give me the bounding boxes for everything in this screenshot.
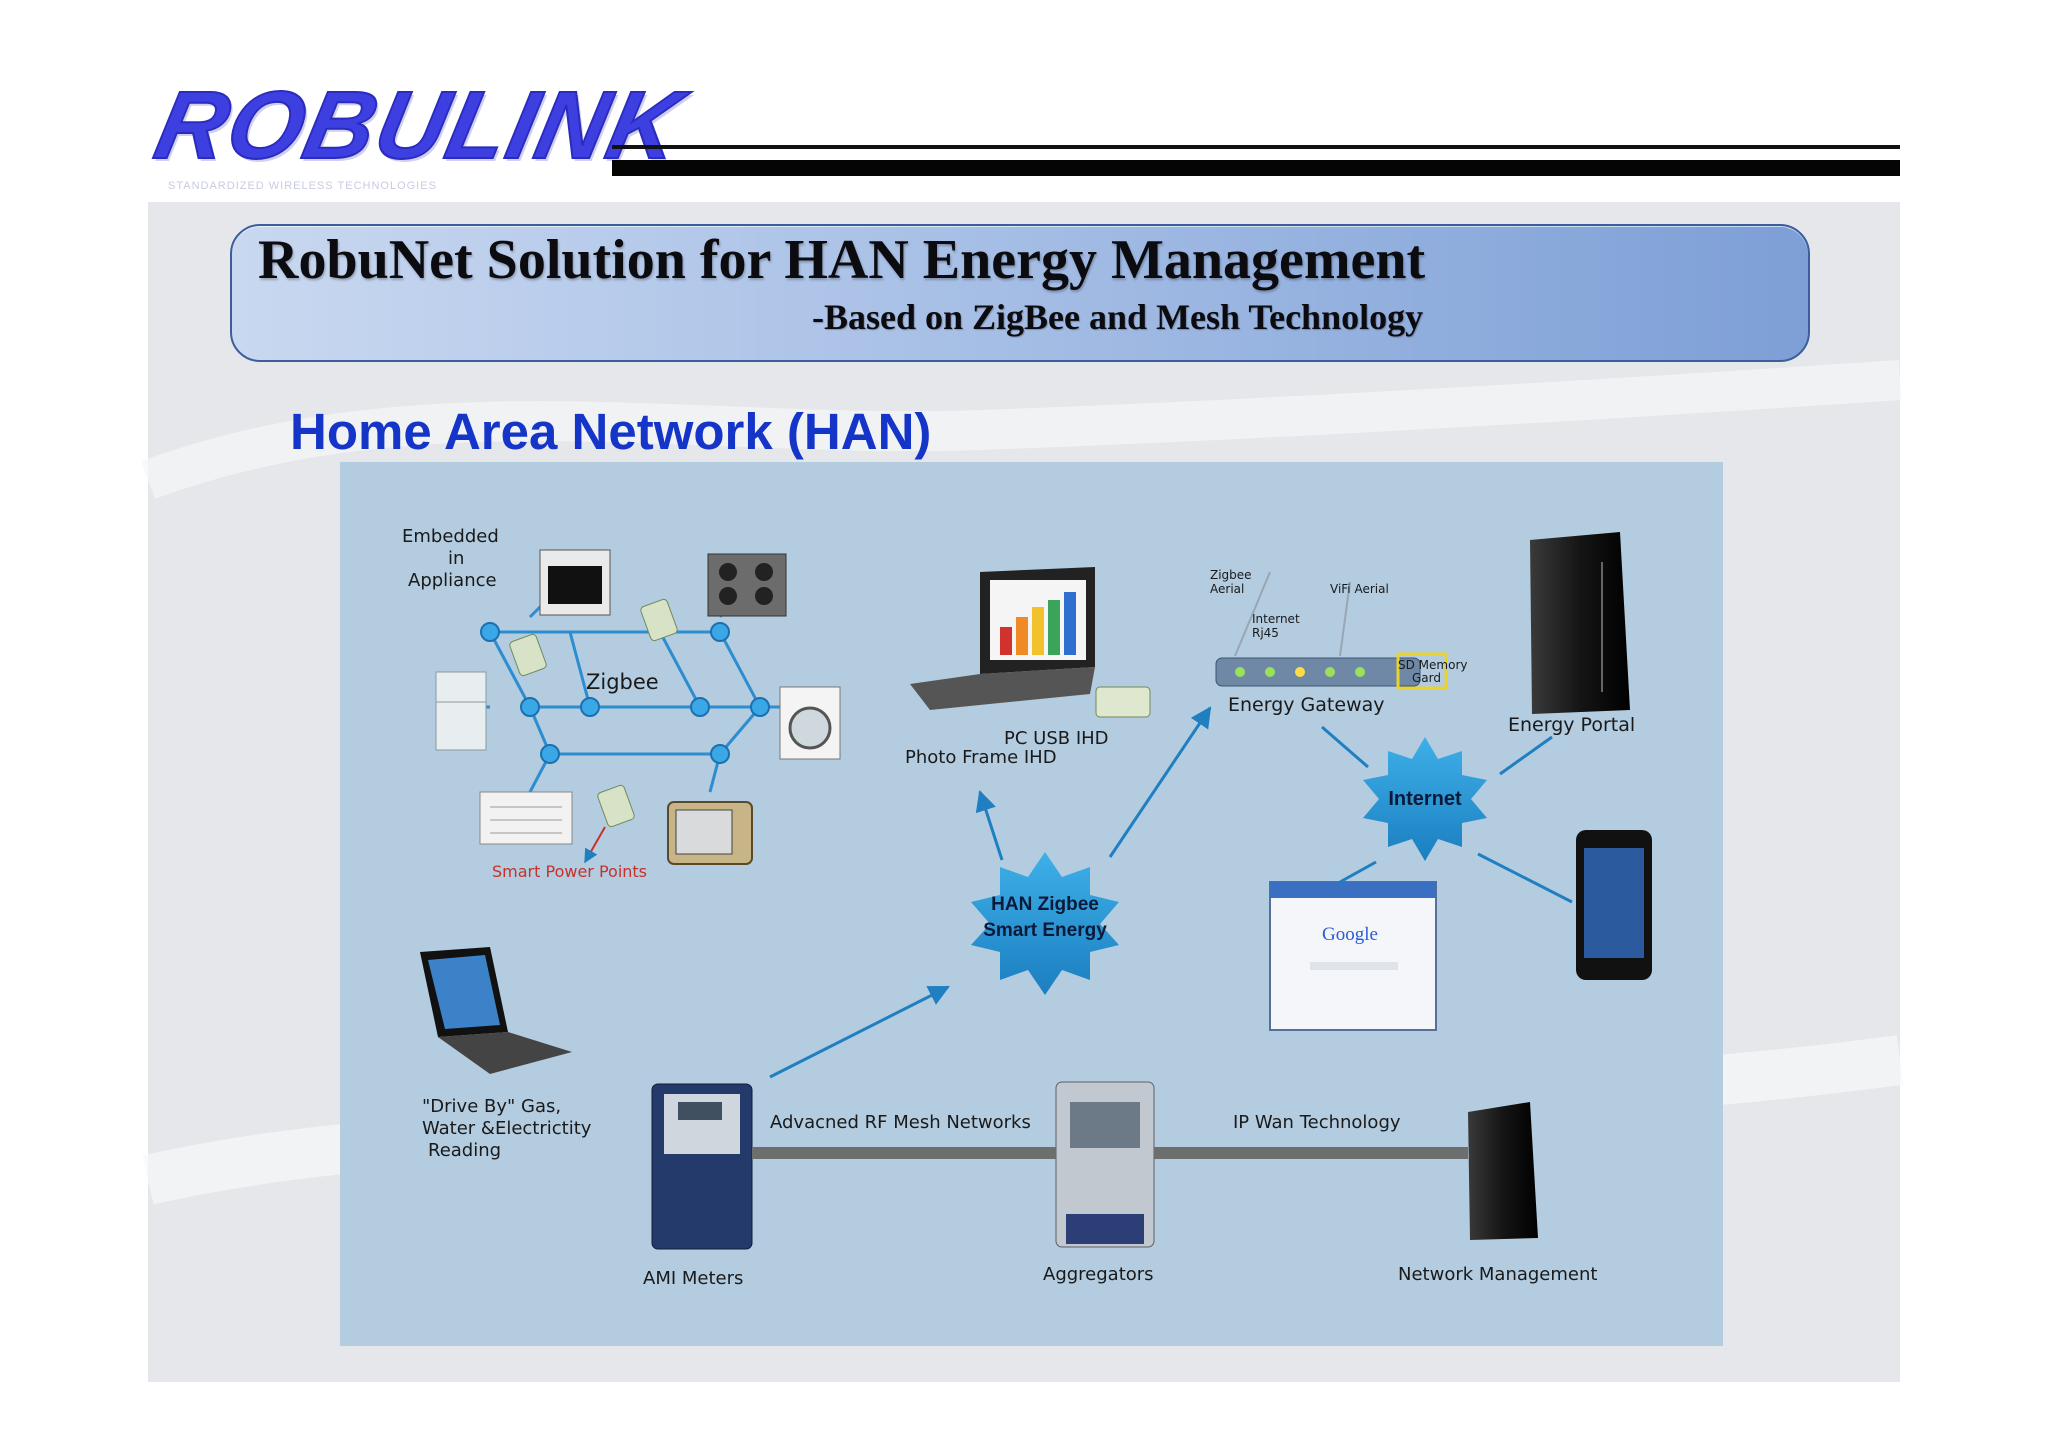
embedded-label: Appliance [408,570,497,591]
arrow-han-to-gateway [1108,706,1212,858]
energy-portal-label: Energy Portal [1508,714,1636,736]
stove-icon [707,553,787,617]
header-rule-thick [612,160,1900,176]
slide-subtitle: -Based on ZigBee and Mesh Technology [812,297,1424,337]
han-diagram: Embedded in Appliance Zigbee Smart Power… [340,462,1723,1346]
zigbee-aerial-label: Zigbee [1210,568,1252,582]
embedded-label: Embedded [402,526,499,547]
logo-tagline: STANDARDIZED WIRELESS TECHNOLOGIES [168,180,437,192]
section-heading: Home Area Network (HAN) [290,403,932,460]
internet-burst-label: Internet [1388,788,1462,810]
google-logo-text: Google [1322,924,1378,945]
backbone-pipe [752,1147,1056,1159]
gateway-router-icon [1215,571,1448,690]
header-rule-thin [612,145,1900,149]
ami-meters-label: AMI Meters [643,1268,744,1289]
backbone-pipe [1154,1147,1468,1159]
zigbee-label: Zigbee [586,670,659,694]
washing-machine-icon [779,686,841,760]
browser-window-icon [1269,881,1437,1031]
aggregator-meter-icon [1055,1081,1155,1248]
slide-title: RobuNet Solution for HAN Energy Manageme… [258,229,1426,291]
internet-rj45-label: Internet [1252,612,1300,626]
link-gateway-internet [1321,725,1369,769]
smart-plug-icon [509,598,678,828]
fridge-icon [435,671,487,751]
photo-frame-ihd-label: Photo Frame IHD [905,747,1057,768]
smart-power-points-label: Smart Power Points [492,862,648,881]
oven-icon [539,549,611,616]
drive-by-label: "Drive By" Gas, [422,1096,562,1117]
ami-meter-icon [651,1083,753,1250]
usb-ihd-icon [1095,686,1151,718]
server-tower-icon [1530,532,1630,714]
sd-memory-label: Gard [1412,671,1441,685]
drive-by-label: Reading [428,1140,502,1161]
internet-rj45-label: Rj45 [1252,626,1279,640]
rf-mesh-label: Advacned RF Mesh Networks [770,1112,1031,1133]
link-internet-portal [1499,735,1553,776]
internet-burst [1363,737,1487,861]
energy-gateway-label: Energy Gateway [1228,694,1385,716]
han-zigbee-burst [971,852,1119,995]
link-internet-browser [1339,860,1377,884]
drive-by-label: Water &Electrictity [422,1118,592,1139]
laptop-icon [420,947,572,1074]
network-management-label: Network Management [1398,1264,1598,1285]
link-internet-phone [1477,852,1573,904]
smartphone-icon [1576,830,1652,980]
arrow-han-to-laptop [975,790,1004,861]
diagram-graphics [420,532,1652,1250]
embedded-label: in [448,548,465,569]
server-tower-icon [1468,1102,1538,1240]
tv-icon [667,801,753,865]
wifi-aerial-label: ViFi Aerial [1330,582,1389,596]
zigbee-aerial-label: Aerial [1210,582,1245,596]
ip-wan-label: IP Wan Technology [1233,1112,1401,1133]
title-band [230,224,1810,362]
aggregators-label: Aggregators [1043,1264,1154,1285]
arrow-meters-to-han [769,985,950,1079]
sd-memory-label: SD Memory [1398,658,1468,672]
heater-icon [479,791,573,845]
smart-power-points-pointer [584,826,606,864]
han-zigbee-label: Smart Energy [983,920,1107,941]
zigbee-nodes [480,622,770,764]
pc-usb-ihd-label: PC USB IHD [1004,728,1109,749]
han-zigbee-label: HAN Zigbee [991,894,1099,915]
laptop-chart-icon [910,567,1095,710]
background-swirl [141,360,1902,499]
